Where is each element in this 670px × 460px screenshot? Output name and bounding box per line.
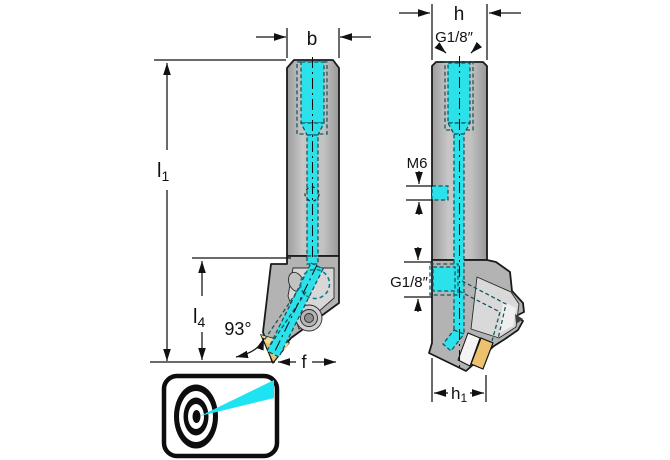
- side-insert: [470, 337, 494, 370]
- dim-l4-sub: 4: [197, 314, 205, 330]
- coolant-jet-icon: [200, 380, 274, 416]
- dim-label-h1: h1: [451, 384, 467, 405]
- bullseye-icon: [174, 384, 218, 449]
- side-m6-port: [431, 185, 449, 201]
- dim-label-angle: 93°: [224, 319, 251, 339]
- dim-h1-base: h: [451, 384, 460, 403]
- front-view: b l1 l4 93° f: [150, 28, 371, 372]
- dim-l1-base: l: [157, 160, 161, 182]
- dim-label-g18-side: G1/8″: [390, 274, 429, 291]
- dim-label-b: b: [307, 29, 318, 50]
- dim-l1-sub: 1: [161, 168, 169, 184]
- side-g18-port: [432, 266, 456, 292]
- side-view: h G1/8″ M6 G1/8″ h1: [390, 4, 525, 405]
- dim-label-l4: l4: [193, 306, 205, 330]
- dim-label-h: h: [454, 4, 465, 25]
- precision-coolant-icon: [161, 373, 280, 459]
- side-head-notch: [515, 314, 523, 324]
- front-screw-socket: [304, 313, 314, 323]
- dim-label-g18-top: G1/8″: [435, 29, 474, 46]
- dim-label-l1: l1: [157, 160, 169, 184]
- dim-h1-sub: 1: [460, 391, 467, 405]
- side-coolant-bend: [442, 329, 465, 352]
- side-head-highlight: [499, 301, 516, 333]
- dim-label-m6: M6: [407, 155, 428, 172]
- front-coolant-joint: [299, 268, 331, 300]
- dim-l4-base: l: [193, 306, 197, 328]
- front-dimensions: [150, 28, 371, 366]
- side-clamp: [457, 332, 481, 367]
- side-dimensions: [399, 4, 521, 402]
- dim-label-f: f: [301, 352, 307, 372]
- front-centerline-diagonal: [274, 264, 318, 352]
